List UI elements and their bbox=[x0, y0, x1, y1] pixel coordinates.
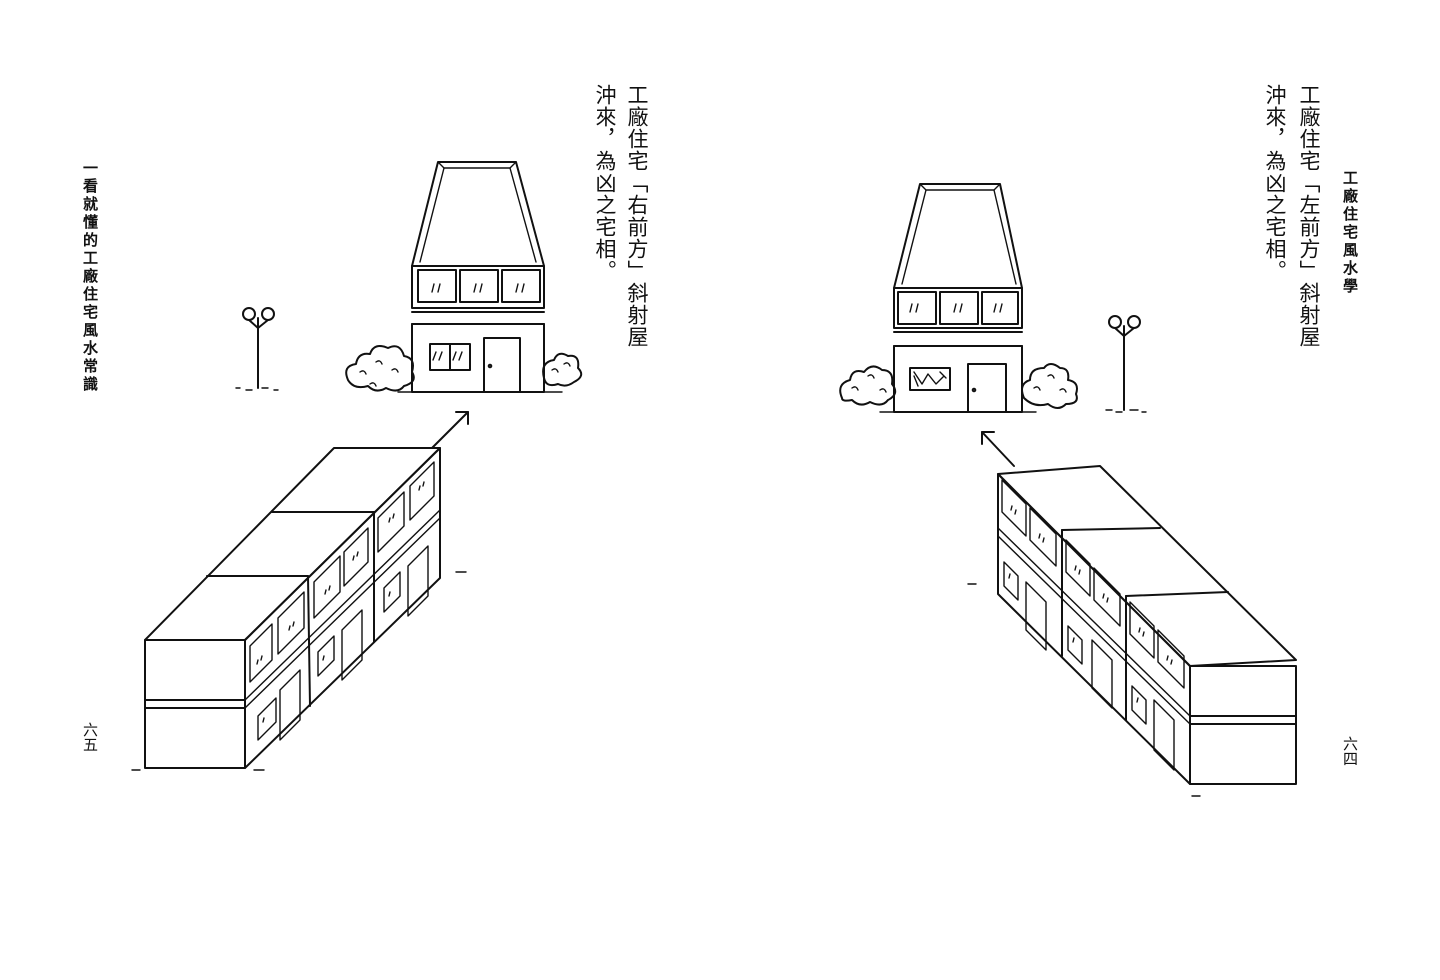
right-long-building bbox=[967, 465, 1297, 797]
left-long-building bbox=[131, 447, 467, 771]
right-caption-line-1: 工廠住宅「左前方」斜射屋 bbox=[1297, 84, 1321, 348]
right-house bbox=[879, 183, 1037, 413]
left-house bbox=[397, 161, 563, 393]
left-illustration bbox=[131, 161, 583, 771]
left-caption-line-1: 工廠住宅「右前方」斜射屋 bbox=[625, 84, 649, 348]
left-shrub-right bbox=[542, 352, 583, 387]
left-street-lamp bbox=[235, 307, 279, 391]
left-shrub-left bbox=[345, 345, 415, 392]
right-running-head: 工廠住宅風水學 bbox=[1341, 170, 1359, 296]
right-illustration bbox=[839, 183, 1297, 797]
right-shrub-right bbox=[1021, 363, 1078, 409]
right-page-number: 六四 bbox=[1341, 736, 1359, 766]
left-caption-line-2: 沖來，為凶之宅相。 bbox=[593, 84, 617, 282]
left-page-number: 六五 bbox=[81, 722, 99, 752]
right-street-lamp bbox=[1105, 315, 1147, 413]
left-arrow bbox=[431, 411, 469, 449]
left-running-head: 一看就懂的工廠住宅風水常識 bbox=[81, 160, 99, 394]
right-shrub-left bbox=[839, 365, 897, 406]
right-caption-line-2: 沖來，為凶之宅相。 bbox=[1263, 84, 1287, 282]
right-arrow bbox=[981, 431, 1015, 467]
